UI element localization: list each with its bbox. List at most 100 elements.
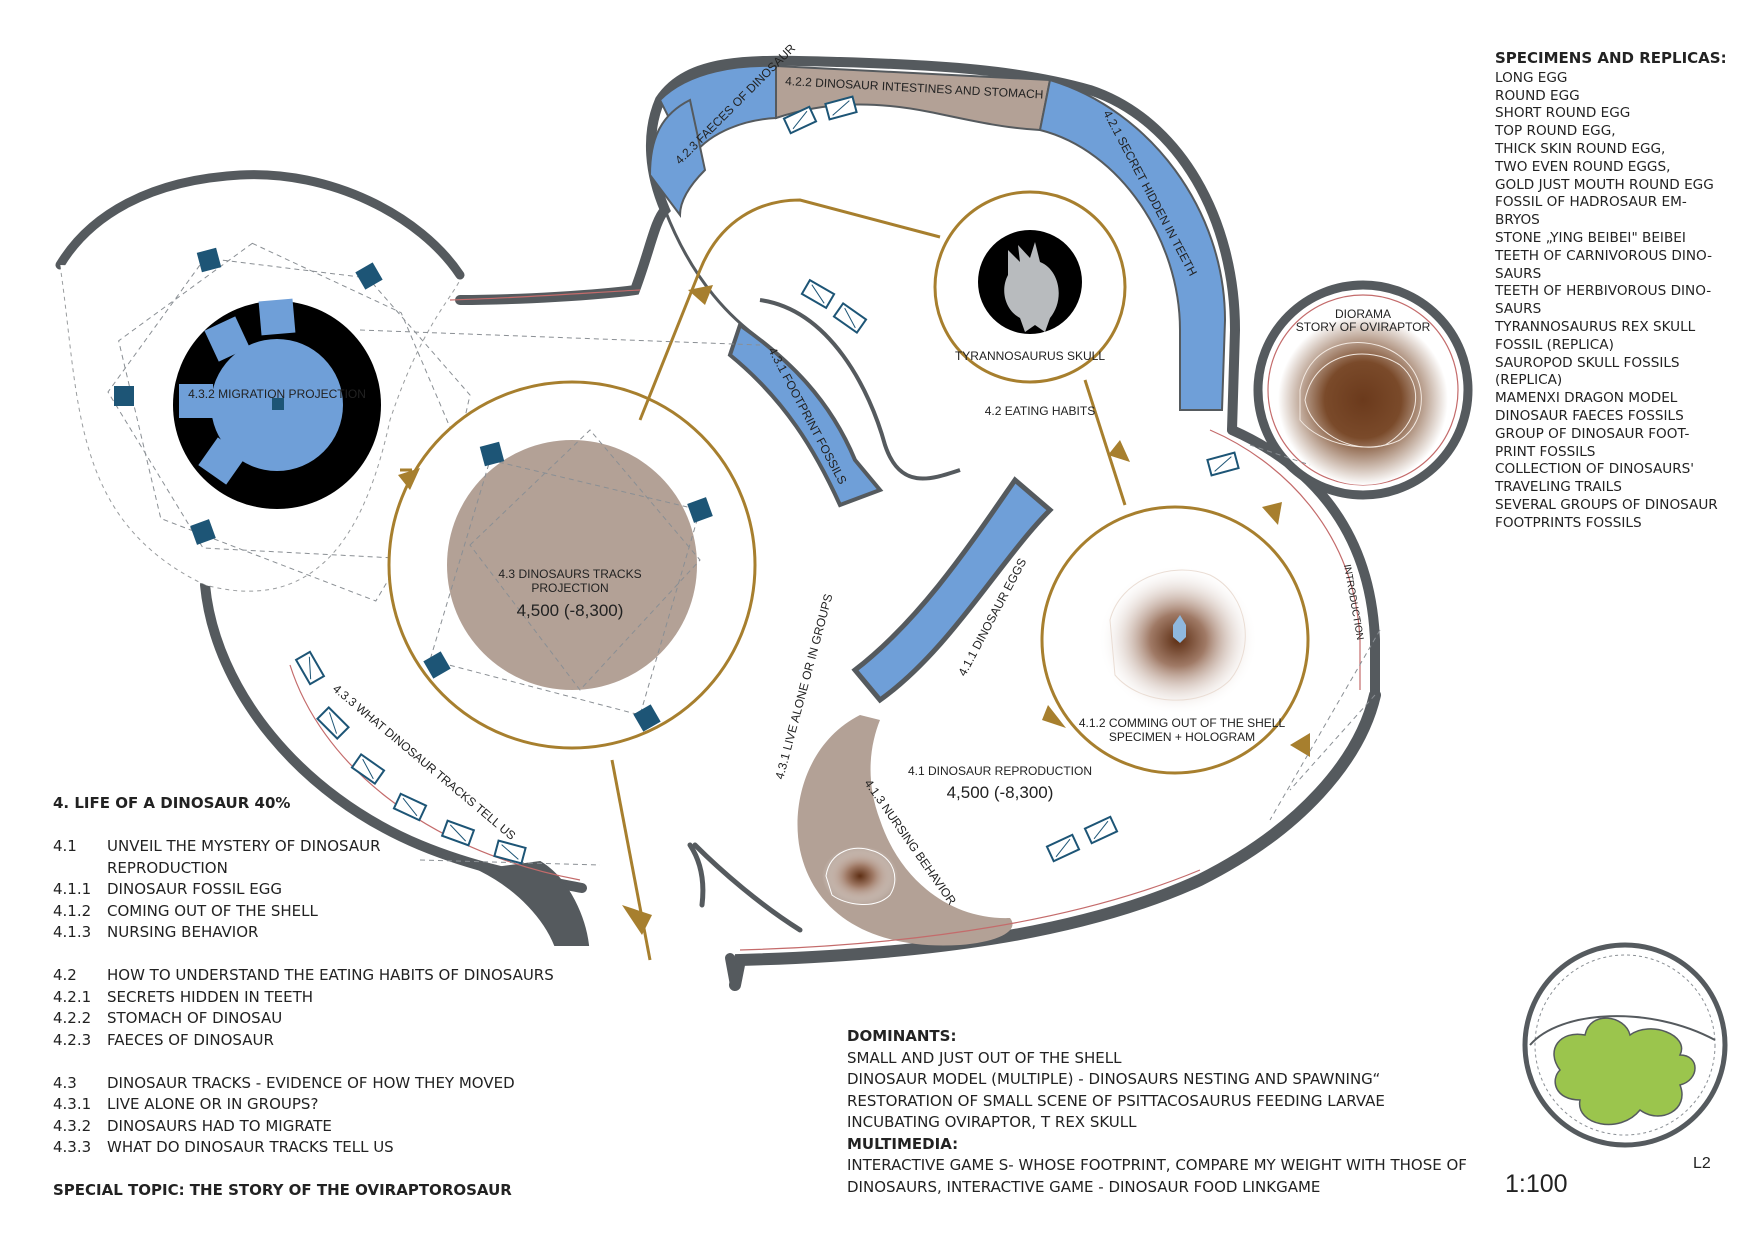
legend-row: REPRODUCTION <box>53 858 653 880</box>
thin-outlines <box>289 289 1361 951</box>
dinosaur-eggs-band <box>851 476 1054 704</box>
specimen-item: GOLD JUST MOUTH ROUND EGG <box>1495 176 1714 193</box>
legend-text: LIVE ALONE OR IN GROUPS? <box>107 1095 319 1113</box>
legend-num: 4.2.1 <box>53 987 92 1006</box>
trex-skull-icon <box>1004 242 1059 332</box>
reproduction-zone <box>1040 505 1310 775</box>
display-cases <box>294 95 1240 865</box>
legend-text: UNVEIL THE MYSTERY OF DINOSAUR <box>107 837 381 855</box>
label-4-1: 4.1 DINOSAUR REPRODUCTION <box>908 764 1092 778</box>
legend-row: 4.2.1 SECRETS HIDDEN IN TEETH <box>53 987 653 1009</box>
migration-lobe <box>59 242 471 602</box>
legend-num: 4.1.1 <box>53 880 92 898</box>
legend-row: 4.1.1 DINOSAUR FOSSIL EGG <box>53 879 653 901</box>
footprint-inner-wall <box>759 298 961 481</box>
label-4-2-eating: 4.2 EATING HABITS <box>985 404 1095 418</box>
specimen-item: SAUROPOD SKULL FOSSILS <box>1495 354 1680 371</box>
legend-text: DINOSAUR TRACKS - EVIDENCE OF HOW THEY M… <box>107 1073 515 1092</box>
diorama-oviraptor <box>1253 280 1473 500</box>
route-arrows <box>398 285 1310 935</box>
dominants-panel: DOMINANTS: SMALL AND JUST OUT OF THE SHE… <box>847 1026 1497 1198</box>
legend-row: 4.1.2 COMING OUT OF THE SHELL <box>53 901 653 923</box>
label-4-3-area: 4,500 (-8,300) <box>517 601 624 620</box>
legend: 4. LIFE OF A DINOSAUR 40% 4.1 UNVEIL THE … <box>53 793 653 1202</box>
specimen-item: FOSSIL (REPLICA) <box>1495 336 1614 353</box>
legend-text: HOW TO UNDERSTAND THE EATING HABITS OF D… <box>107 966 554 984</box>
legend-num: 4.2.3 <box>53 1030 92 1049</box>
specimen-item: TEETH OF CARNIVOROUS DINO- <box>1495 247 1713 264</box>
key-plan-highlight <box>1553 1017 1696 1126</box>
legend-row: 4.2 HOW TO UNDERSTAND THE EATING HABITS O… <box>53 965 653 987</box>
specimen-item: TRAVELING TRAILS <box>1495 479 1622 496</box>
legend-num: 4.1.2 <box>53 901 92 920</box>
label-diorama-story: STORY OF OVIRAPTOR <box>1296 320 1431 334</box>
specimen-item: GROUP OF DINOSAUR FOOT- <box>1495 425 1690 442</box>
legend-num: 4.3.2 <box>53 1116 92 1135</box>
specimen-item: BRYOS <box>1495 212 1540 229</box>
legend-num: 4.1.3 <box>53 923 92 941</box>
dominants-line: INCUBATING OVIRAPTOR, T REX SKULL <box>847 1113 1137 1131</box>
legend-row: 4.3.2 DINOSAURS HAD TO MIGRATE <box>53 1116 653 1138</box>
footprint-fossils-band <box>727 321 884 508</box>
specimen-item: THICK SKIN ROUND EGG, <box>1495 140 1666 157</box>
specimen-item: FOSSIL OF HADROSAUR EM- <box>1495 194 1687 211</box>
legend-num: 4.3 <box>53 1073 77 1092</box>
legend-num: 4.3.3 <box>53 1138 92 1156</box>
legend-text: WHAT DO DINOSAUR TRACKS TELL US <box>107 1138 394 1156</box>
legend-text: REPRODUCTION <box>107 858 228 877</box>
specimen-item: SAURS <box>1495 301 1542 318</box>
specimen-item: MAMENXI DRAGON MODEL <box>1495 390 1678 407</box>
dashed-boundaries <box>359 329 1381 866</box>
label-4-3-1-footprint: 4.3.1 FOOTPRINT FOSSILS <box>765 345 849 487</box>
eating-habits-bands <box>648 64 1227 411</box>
specimen-item: FOOTPRINTS FOSSILS <box>1495 514 1642 531</box>
specimen-item: TYRANNOSAURUS REX SKULL <box>1495 318 1696 335</box>
nursing-nest-outline <box>825 847 896 905</box>
scale-label: 1:100 <box>1505 1170 1568 1198</box>
multimedia-line: DINOSAURS, INTERACTIVE GAME - DINOSAUR F… <box>847 1177 1321 1196</box>
legend-text: STOMACH OF DINOSAU <box>107 1009 283 1027</box>
specimen-item: SAURS <box>1495 265 1542 282</box>
legend-row: 4.3.1 LIVE ALONE OR IN GROUPS? <box>53 1094 653 1116</box>
specimen-item: PRINT FOSSILS <box>1495 443 1596 460</box>
specimen-item: STONE „YING BEIBEI" BEIBEI <box>1495 229 1686 246</box>
label-4-3-2: 4.3.2 MIGRATION PROJECTION <box>188 387 366 401</box>
dominants-line: RESTORATION OF SMALL SCENE OF PSITTACOSA… <box>847 1091 1385 1110</box>
specimens-title: SPECIMENS AND REPLICAS: <box>1495 49 1727 67</box>
legend-text: SECRETS HIDDEN IN TEETH <box>107 987 314 1006</box>
legend-row: 4.3 DINOSAUR TRACKS - EVIDENCE OF HOW THE… <box>53 1073 653 1095</box>
legend-row: 4.2.3 FAECES OF DINOSAUR <box>53 1030 653 1052</box>
legend-num: 4.2 <box>53 966 77 984</box>
multimedia-title: MULTIMEDIA: <box>847 1134 959 1153</box>
special-topic: SPECIAL TOPIC: THE STORY OF THE OVIRAPTO… <box>53 1181 512 1199</box>
label-4-3-projection: PROJECTION <box>531 581 608 595</box>
specimen-item: TWO EVEN ROUND EGGS, <box>1495 158 1671 175</box>
specimen-item: (REPLICA) <box>1495 372 1563 389</box>
legend-text: COMING OUT OF THE SHELL <box>107 901 318 920</box>
legend-row: 4.2.2 STOMACH OF DINOSAU <box>53 1008 653 1030</box>
dominants-line: SMALL AND JUST OUT OF THE SHELL <box>847 1048 1122 1067</box>
key-plan <box>1522 942 1728 1148</box>
specimen-item: DINOSAUR FAECES FOSSILS <box>1495 407 1684 424</box>
multimedia-line: INTERACTIVE GAME S- WHOSE FOOTPRINT, COM… <box>847 1156 1467 1174</box>
dominants-title: DOMINANTS: <box>847 1027 957 1045</box>
label-4-1-area: 4,500 (-8,300) <box>947 783 1054 802</box>
specimen-item: COLLECTION OF DINOSAURS' <box>1495 461 1695 478</box>
legend-num: 4.1 <box>53 837 77 855</box>
specimen-item: SEVERAL GROUPS OF DINOSAUR <box>1495 496 1718 513</box>
legend-text: DINOSAUR FOSSIL EGG <box>107 880 282 898</box>
legend-text: FAECES OF DINOSAUR <box>107 1030 274 1049</box>
legend-title: 4. LIFE OF A DINOSAUR 40% <box>53 794 291 812</box>
trex-skull-zone <box>933 190 1127 384</box>
nursing-nest <box>822 846 898 906</box>
specimen-item: LONG EGG <box>1495 69 1568 86</box>
legend-row: 4.1 UNVEIL THE MYSTERY OF DINOSAUR <box>53 836 653 858</box>
legend-num: 4.2.2 <box>53 1009 92 1027</box>
legend-text: DINOSAURS HAD TO MIGRATE <box>107 1116 332 1135</box>
specimen-item: SHORT ROUND EGG <box>1495 105 1631 122</box>
legend-num: 4.3.1 <box>53 1095 92 1113</box>
